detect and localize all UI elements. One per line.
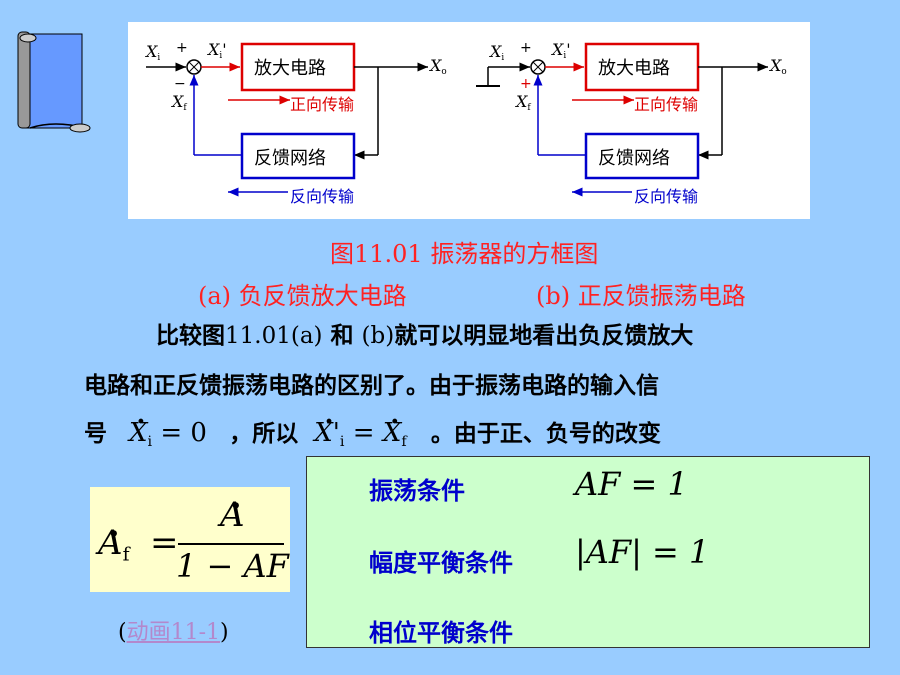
paragraph-line-3: 号 Xi = 0 ，所以 X'i = Xf 。由于正、负号的改变 [84,400,661,450]
input-xi-prime-a: Xi' [208,40,227,62]
feedback-xf-a: Xf [172,92,187,114]
plus-sign-b: + [520,76,532,92]
output-xo-b: Xo [770,56,787,78]
formula-lhs: Af [98,505,129,566]
feedback-label-a: 反馈网络 [254,148,326,169]
closed-loop-gain-formula: Af = A 1 − AF [90,477,290,592]
phase-balance-label: 相位平衡条件 [369,619,513,647]
diagram-b [476,42,768,197]
animation-link-wrapper: (动画11-1) [118,620,229,645]
fraction-bar [178,543,284,545]
oscillation-conditions-box: 振荡条件 AF = 1 幅度平衡条件 |AF| = 1 相位平衡条件 [306,456,870,648]
reverse-label-b: 反向传输 [634,187,699,206]
amplifier-label-a: 放大电路 [254,58,326,79]
oscillation-condition-label: 振荡条件 [369,477,465,505]
input-xi-b: Xi [490,42,505,64]
minus-sign-a: − [174,76,186,92]
animation-link[interactable]: 动画11-1 [126,620,221,645]
reverse-label-a: 反向传输 [290,187,355,206]
figure-title: 图11.01 振荡器的方框图 [330,240,599,268]
output-xo-a: Xo [430,56,447,78]
forward-label-b: 正向传输 [634,95,699,114]
formula-numerator: A [220,477,245,535]
amplifier-label-b: 放大电路 [598,58,670,79]
oscillation-condition-equation: AF = 1 [575,465,688,503]
diagram-a [146,42,428,197]
paragraph-line-2: 电路和正反馈振荡电路的区别了。由于振荡电路的输入信 [84,373,659,399]
formula-equals: = [150,523,179,563]
paragraph-line-1: 比较图11.01(a) 和 (b)就可以明显地看出负反馈放大 [156,323,694,349]
input-xi-prime-b: Xi' [552,40,571,62]
amplitude-balance-label: 幅度平衡条件 [369,549,513,577]
feedback-label-b: 反馈网络 [598,148,670,169]
input-xi-a: Xi [146,42,161,64]
formula-denominator: 1 − AF [176,547,289,585]
subcaption-a: (a) 负反馈放大电路 [198,282,407,310]
block-diagram-panel: 放大电路 反馈网络 正向传输 反向传输 Xi + Xi' − Xf Xo 放大电… [128,22,810,219]
plus-sign-a: + [176,40,188,56]
feedback-xf-b: Xf [516,92,531,114]
plus-sign-b-top: + [520,40,532,56]
scroll-icon [17,31,91,133]
forward-label-a: 正向传输 [290,95,355,114]
subcaption-b: (b) 正反馈振荡电路 [536,282,746,310]
amplitude-balance-equation: |AF| = 1 [575,533,710,571]
